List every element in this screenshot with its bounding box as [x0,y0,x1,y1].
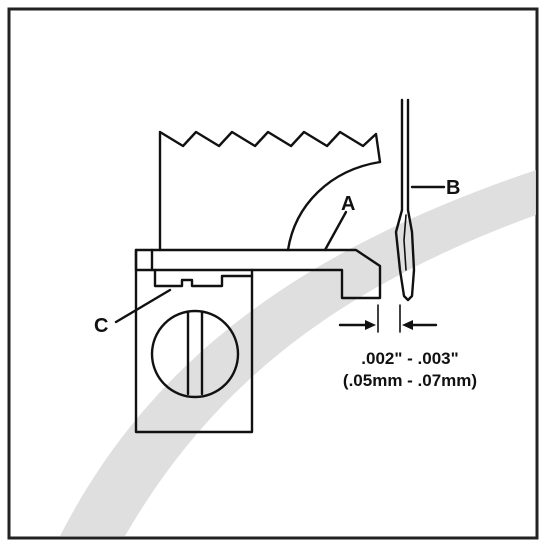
screw-slot [186,311,204,396]
leader-line-a [323,210,348,252]
diagram-frame [7,7,539,540]
label-b: B [446,177,460,199]
label-c: C [94,315,108,337]
dimension-arrowhead-right [402,320,413,330]
dimension-inches: .002" - .003" [361,349,458,368]
needle [394,98,416,302]
leader-line-c [114,288,172,324]
label-a: A [341,193,355,215]
screw-head [150,309,240,399]
dimension-arrowhead-left [365,320,376,330]
background-swoosh [60,170,536,536]
feed-dog-teeth [158,130,382,252]
needle-plate [134,248,382,300]
bracket-plate [134,248,254,434]
adjuster-slot [153,268,254,288]
needle-groove [403,214,407,271]
dimension-millimeters: (.05mm - .07mm) [343,371,477,390]
feed-dog-curve [286,160,382,252]
